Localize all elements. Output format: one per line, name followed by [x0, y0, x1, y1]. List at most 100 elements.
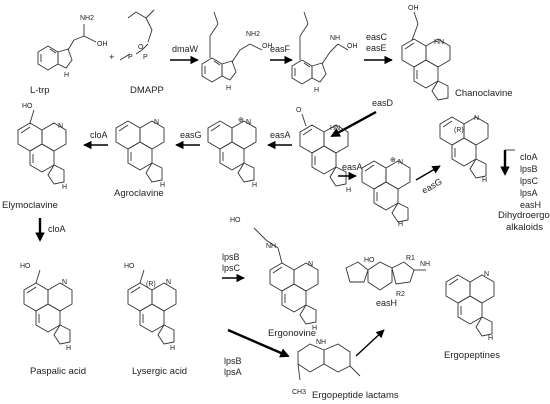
enzyme-easd: easD [372, 98, 394, 108]
atom-charge-2: ⊕ [390, 157, 396, 164]
label-dmapp: DMAPP [130, 85, 164, 96]
atom-n-agro: N [154, 119, 159, 126]
atom-r2: R2 [396, 291, 405, 298]
enzyme-lpsb-1: lpsB [222, 252, 240, 262]
atom-o-ald: O [296, 107, 302, 114]
atom-n-imin: N [246, 119, 251, 126]
compound-chanoclavine: OH HN Chanoclavine [401, 5, 513, 101]
enzyme-lpsa: lpsA [224, 367, 242, 377]
atom-h-imin2: H [398, 221, 403, 228]
enzyme-dmaw: dmaW [172, 44, 199, 54]
enzyme-easa-mid: easA [342, 162, 363, 172]
compound-ltrp: NH2 OH H L-trp [30, 15, 108, 96]
compound-lysergic: HO (R) N H Lysergic acid [124, 263, 187, 377]
enzyme-easc: easC [366, 32, 388, 42]
atom-ho: OH [408, 5, 419, 12]
enzyme-easg-top: easG [180, 130, 202, 140]
atom-ho-pas: HO [20, 263, 31, 270]
label-agroclavine: Agroclavine [114, 188, 164, 199]
atom-h-ergon: H [312, 325, 317, 332]
label-dihydroergot-2: alkaloids [506, 222, 543, 233]
atom-ho-ely: HO [22, 103, 33, 110]
atom-n-ely: N [58, 123, 63, 130]
atom-n-pep: N [484, 271, 489, 278]
arrow-lpsb-lpsa [227, 328, 290, 358]
enzyme-right-lpsb: lpsB [520, 164, 538, 174]
label-ergopeptines: Ergopeptines [444, 350, 500, 361]
enzyme-cloa-top: cloA [90, 130, 108, 140]
label-ergonovine: Ergonovine [268, 328, 316, 339]
atom-h-pep: H [488, 335, 493, 342]
atom-hn-chano: HN [434, 39, 444, 46]
label-ergopeptide-lactams: Ergopeptide lactams [312, 390, 399, 401]
compound-iminium: ⊕ N H [207, 117, 257, 189]
compound-ergopeptide-lactams: NH CH3 Ergopeptide lactams [292, 339, 399, 401]
enzyme-right-lpsc: lpsC [520, 176, 539, 186]
compound-chanoclavine-aldehyde: O HN H [296, 107, 351, 194]
label-paspalic: Paspalic acid [30, 366, 86, 377]
enzyme-cloa-down: cloA [48, 224, 66, 234]
label-dihydroergot-1: Dihydroergot [498, 210, 550, 221]
enzyme-right-lpsa: lpsA [520, 188, 538, 198]
enzyme-right-cloa: cloA [520, 152, 538, 162]
enzyme-right-eash: easH [520, 200, 541, 210]
enzyme-lpsc: lpsC [222, 263, 241, 273]
arrow-easg-mid [415, 165, 441, 181]
atom-p2: P [143, 54, 148, 61]
compound-dmapp: P P O DMAPP [119, 9, 164, 96]
atom-ho-lys: HO [124, 263, 135, 270]
label-lysergic: Lysergic acid [132, 366, 187, 377]
atom-nh-lac: NH [316, 339, 326, 346]
enzyme-easa-top: easA [270, 130, 291, 140]
compound-festuclavine: (R) N H [439, 115, 489, 184]
enzyme-easf: easF [270, 44, 291, 54]
atom-r1: R1 [406, 255, 415, 262]
enzyme-easg-mid: easG [420, 176, 444, 195]
atom-h-2: H [226, 85, 231, 92]
atom-p1: P [128, 54, 133, 61]
atom-ho-pep: HO [364, 257, 375, 264]
atom-h-agro: H [160, 182, 165, 189]
enzyme-eash: easH [376, 298, 397, 308]
atom-n-fest: N [474, 115, 479, 122]
compound-iminium-2: ⊕ N H [361, 157, 411, 228]
atom-n-ergon: N [308, 261, 313, 268]
atom-oh: OH [97, 41, 108, 48]
compound-nme-dmat: NH OH H [291, 11, 358, 94]
arrow-easd [330, 110, 377, 138]
atom-nh2-2: NH2 [246, 31, 260, 38]
atom-r-fest: (R) [454, 127, 464, 134]
enzyme-ease: easE [366, 43, 387, 53]
atom-h-imin: H [252, 182, 257, 189]
atom-n-lys: N [166, 279, 171, 286]
compound-ergonovine: HO NH N H Ergonovine [230, 217, 319, 339]
atom-h-ald: H [346, 187, 351, 194]
compound-dmat: NH2 OH H [201, 11, 273, 92]
atom-oh-2: OH [262, 43, 273, 50]
atom-nh: NH [330, 35, 340, 42]
atom-r-lys: (R) [146, 281, 156, 288]
compound-agroclavine: N H Agroclavine [114, 119, 165, 199]
label-chanoclavine: Chanoclavine [455, 88, 513, 99]
atom-nh2: NH2 [80, 15, 94, 22]
atom-oh-3: OH [347, 43, 358, 50]
arrow-to-ergopeptines [355, 329, 385, 357]
atom-ch3-lac: CH3 [292, 389, 306, 396]
atom-h-pas: H [66, 345, 71, 352]
atom-n-imin2: N [398, 159, 403, 166]
enzyme-lpsb-2: lpsB [224, 356, 242, 366]
compound-paspalic: HO N H Paspalic acid [20, 263, 86, 377]
plus-sign: + [109, 52, 115, 63]
atom-ho-ergon: HO [230, 217, 241, 224]
atom-h-ely: H [62, 184, 67, 191]
compound-elymoclavine: HO N H Elymoclavine [2, 103, 67, 211]
atom-n-pas: N [62, 279, 67, 286]
atom-h-3: H [314, 87, 319, 94]
atom-h-fest: H [482, 177, 487, 184]
label-ltrp: L-trp [30, 85, 50, 96]
atom-h: H [64, 72, 69, 79]
label-elymoclavine: Elymoclavine [2, 200, 58, 211]
atom-charge: ⊕ [238, 117, 244, 124]
atom-o: O [138, 44, 144, 51]
